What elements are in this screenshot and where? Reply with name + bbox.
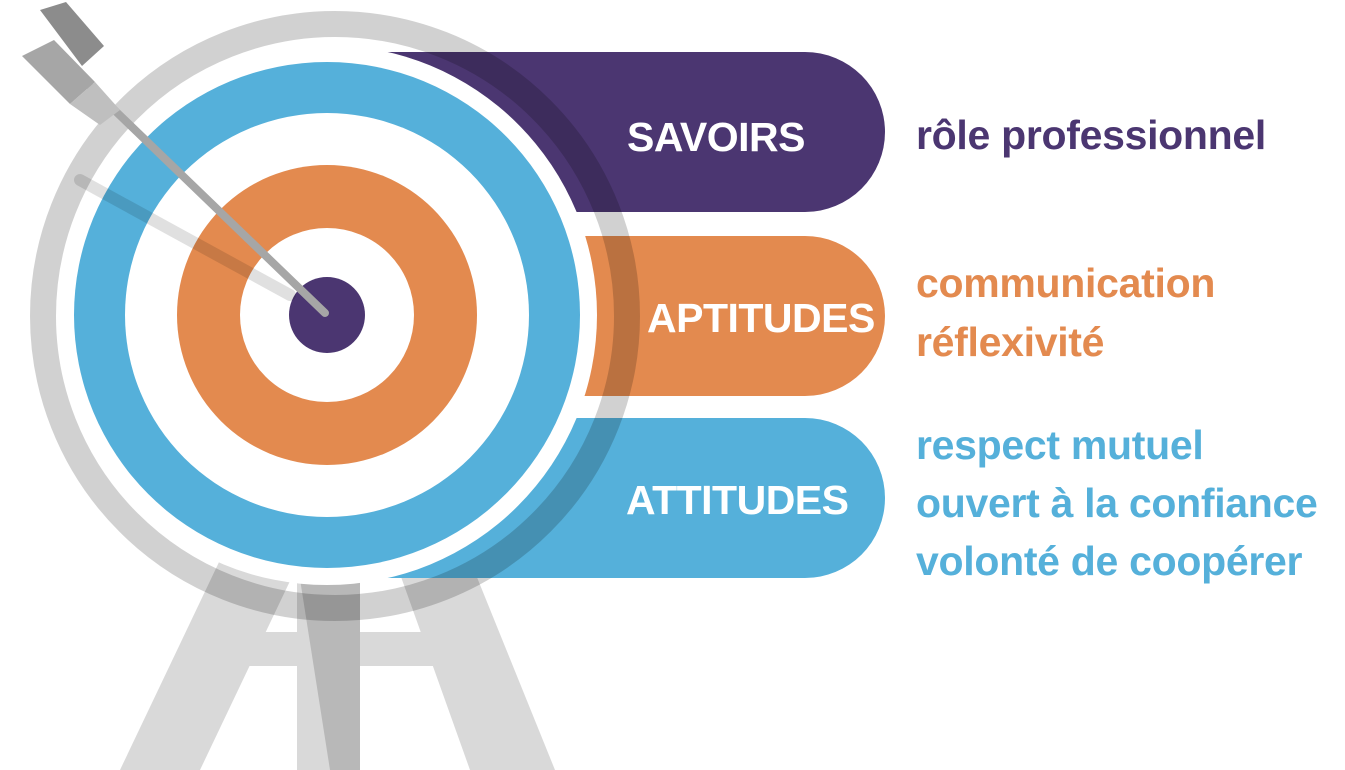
description-line: volonté de coopérer — [916, 538, 1303, 584]
band-label-savoirs: SAVOIRS — [627, 114, 806, 160]
description-line: respect mutuel — [916, 422, 1204, 468]
arrow-icon — [22, 2, 329, 317]
description-line: réflexivité — [916, 319, 1105, 365]
band-shadows — [30, 11, 640, 621]
description-attitudes: respect mutuel ouvert à la confiance vol… — [916, 425, 1318, 599]
description-line: communication — [916, 260, 1216, 306]
description-aptitudes: communication réflexivité — [916, 263, 1215, 381]
easel-stand-icon — [120, 560, 555, 770]
description-line: ouvert à la confiance — [916, 480, 1318, 526]
band-label-aptitudes: APTITUDES — [647, 295, 875, 341]
description-savoirs: rôle professionnel — [916, 115, 1266, 156]
description-line: rôle professionnel — [916, 112, 1267, 158]
band-label-attitudes: ATTITUDES — [626, 477, 849, 523]
